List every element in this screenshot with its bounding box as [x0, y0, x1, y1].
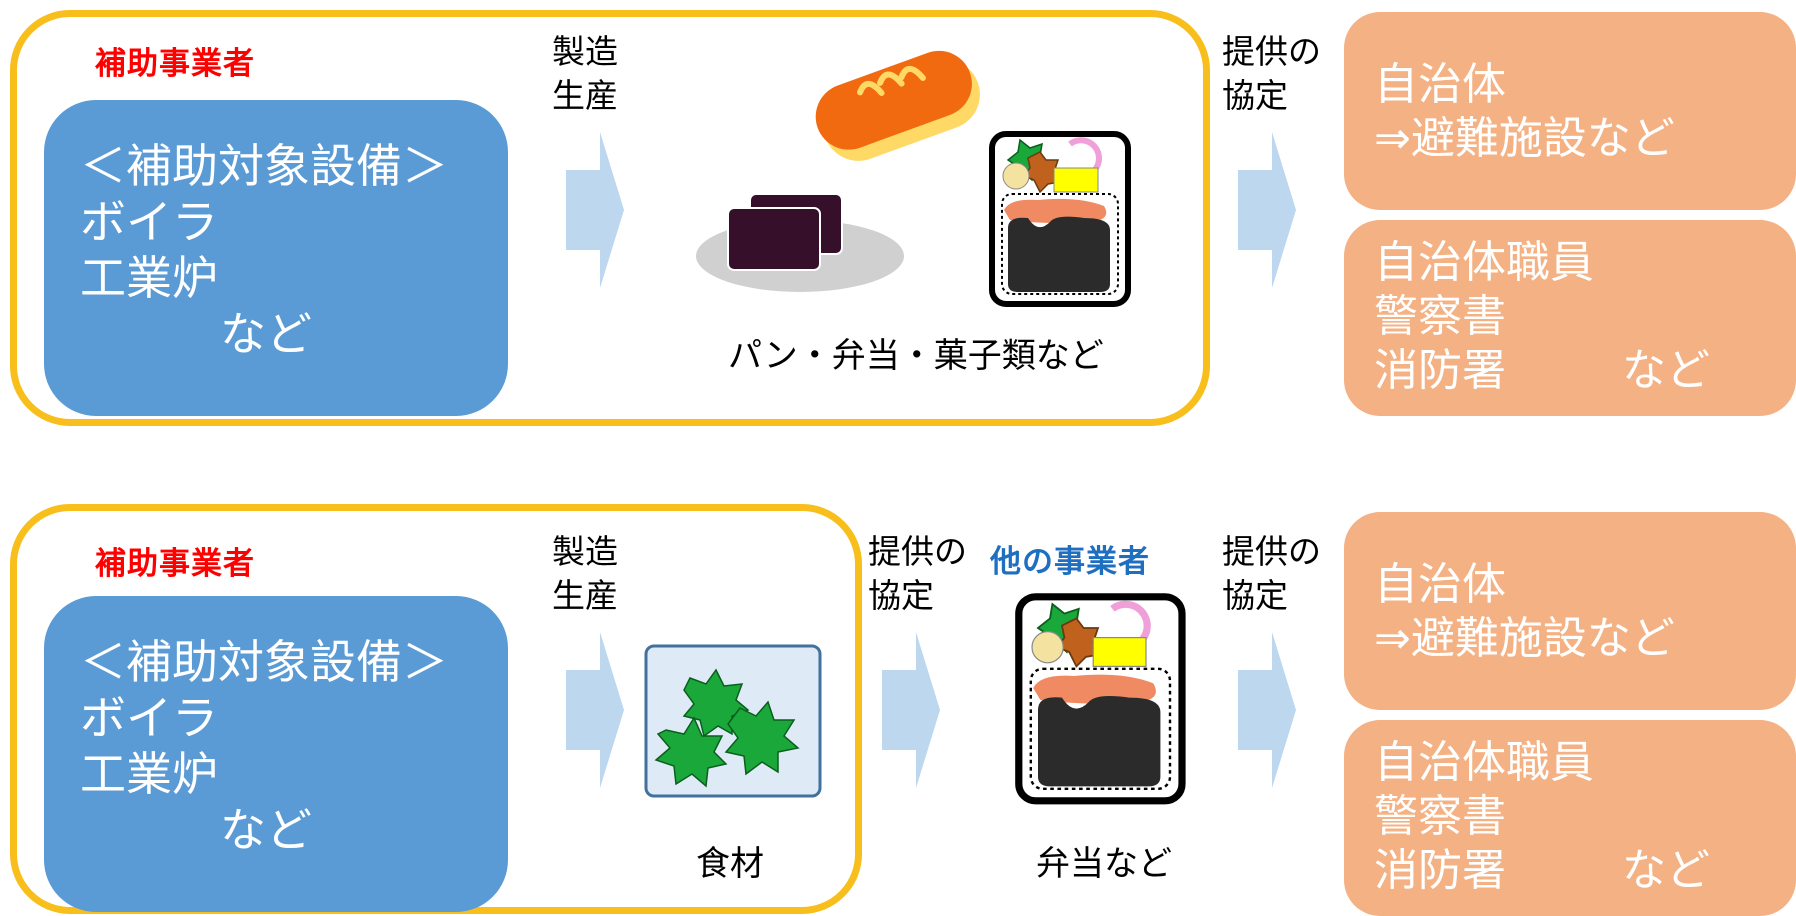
- equipment-title: ＜補助対象設備＞: [80, 139, 448, 193]
- supply-label-bottom-2: 提供の 協定: [1222, 532, 1321, 615]
- production-label-bottom: 製造 生産: [552, 532, 618, 615]
- equipment-etc: など: [220, 803, 312, 857]
- bento-icon: [1014, 592, 1188, 808]
- operator-label-top: 補助事業者: [95, 46, 255, 82]
- products-caption: パン・弁当・菓子類など: [728, 336, 1104, 376]
- equipment-item: ボイラ: [80, 195, 218, 249]
- equipment-box-top: ＜補助対象設備＞ ボイラ 工業炉 など: [44, 100, 508, 416]
- recipient-box-staff-top: 自治体職員 警察書 消防署 など: [1344, 220, 1796, 416]
- equipment-title: ＜補助対象設備＞: [80, 635, 448, 689]
- operator-frame-top: [10, 10, 1210, 426]
- equipment-item: 工業炉: [80, 251, 218, 305]
- ingredient-caption: 食材: [696, 844, 764, 884]
- bento-caption: 弁当など: [1036, 844, 1172, 884]
- arrow-production-top: [566, 132, 624, 288]
- arrow-production-bottom: [566, 632, 624, 788]
- recipient-box-municipality-bottom: 自治体 ⇒避難施設など: [1344, 512, 1796, 710]
- equipment-item: 工業炉: [80, 747, 218, 801]
- bread-icon: [815, 50, 980, 161]
- bento-icon: [988, 130, 1132, 310]
- supply-label-bottom-1: 提供の 協定: [868, 532, 967, 615]
- supply-label-top: 提供の 協定: [1222, 32, 1321, 115]
- arrow-supply-top: [1238, 132, 1296, 288]
- recipient-box-staff-bottom: 自治体職員 警察書 消防署 など: [1344, 720, 1796, 916]
- recipient-box-municipality-top: 自治体 ⇒避難施設など: [1344, 12, 1796, 210]
- other-operator-label: 他の事業者: [990, 544, 1150, 580]
- production-label-top: 製造 生産: [552, 32, 618, 115]
- arrow-supply-bottom-1: [882, 632, 940, 788]
- sweets-icon: [696, 193, 904, 292]
- arrow-supply-bottom-2: [1238, 632, 1296, 788]
- equipment-etc: など: [220, 307, 312, 361]
- vegetables-icon: [644, 644, 822, 798]
- equipment-item: ボイラ: [80, 691, 218, 745]
- operator-label-bottom: 補助事業者: [95, 546, 255, 582]
- equipment-box-bottom: ＜補助対象設備＞ ボイラ 工業炉 など: [44, 596, 508, 912]
